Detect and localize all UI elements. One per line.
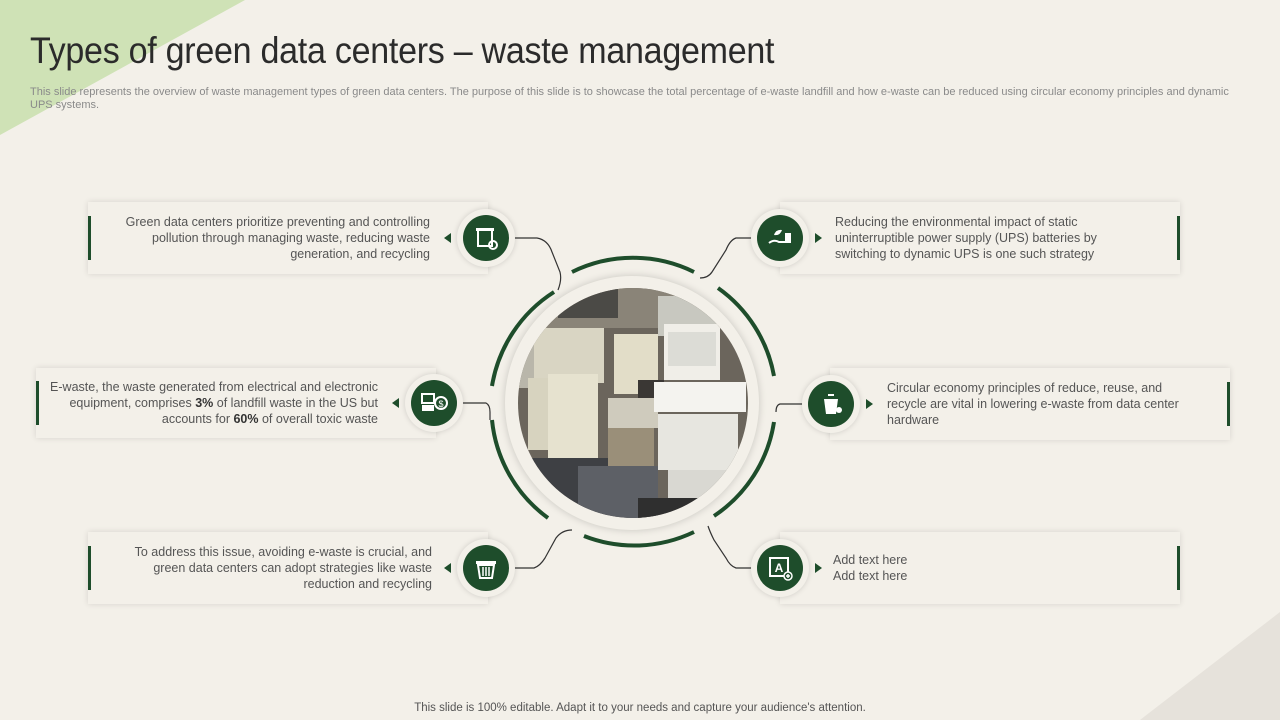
card-text: Add text here Add text here [833,552,1133,584]
card-accent-bar [1227,382,1230,426]
card-accent-bar [36,381,39,425]
placeholder-line-1[interactable]: Add text here [833,553,908,567]
icon-ring [802,375,860,433]
arrow-marker [815,563,822,573]
card-e-waste-stats: E-waste, the waste generated from electr… [36,368,436,438]
card-avoid-e-waste: To address this issue, avoiding e-waste … [88,532,488,604]
icon-ring [457,209,515,267]
hand-leaf-battery-icon [757,215,803,261]
corner-decoration-top-left [0,0,245,135]
card-text: Circular economy principles of reduce, r… [887,381,1179,427]
text-edit-icon: A [757,545,803,591]
icon-ring [457,539,515,597]
arrow-marker [444,563,451,573]
footer-note: This slide is 100% editable. Adapt it to… [414,702,866,714]
card-placeholder: Add text here Add text here [780,532,1180,604]
svg-text:$: $ [438,399,443,409]
card-circular-economy: Circular economy principles of reduce, r… [830,368,1230,440]
placeholder-line-2[interactable]: Add text here [833,569,908,583]
recycling-bin-icon [808,381,854,427]
page-title: Types of green data centers – waste mana… [30,30,775,71]
card-text: Green data centers prioritize preventing… [125,215,430,261]
corner-decoration-bottom-right [1140,612,1280,720]
arrow-marker [392,398,399,408]
icon-ring: A [751,539,809,597]
arrow-marker [815,233,822,243]
card-waste-management: Green data centers prioritize preventing… [88,202,488,274]
trash-can-icon [463,545,509,591]
arrow-marker [444,233,451,243]
card-text: Reducing the environmental impact of sta… [835,215,1097,261]
card-text: To address this issue, avoiding e-waste … [134,545,432,591]
card-text: E-waste, the waste generated from electr… [50,380,378,426]
page-subtitle: This slide represents the overview of wa… [30,86,1229,111]
card-accent-bar [88,546,91,590]
recycle-bin-gear-icon [463,215,509,261]
icon-ring [751,209,809,267]
card-accent-bar [1177,546,1180,590]
card-accent-bar [88,216,91,260]
arrow-marker [866,399,873,409]
svg-text:A: A [775,561,784,575]
card-dynamic-ups: Reducing the environmental impact of sta… [780,202,1180,274]
icon-ring: $ [405,374,463,432]
card-accent-bar [1177,216,1180,260]
electronics-dollar-icon: $ [411,380,457,426]
e-waste-photo [518,288,748,518]
